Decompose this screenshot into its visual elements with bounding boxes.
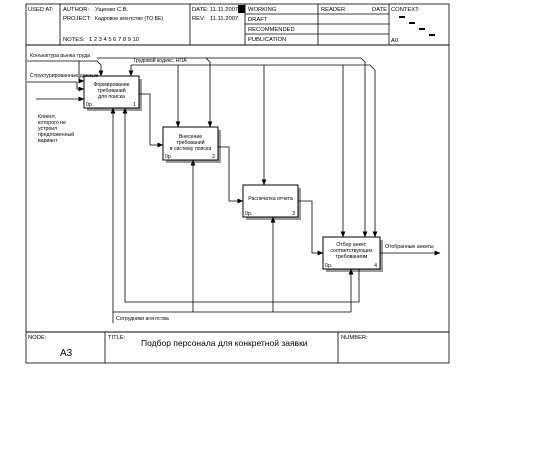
activity-box-4-label-line-2: соответствующих — [330, 248, 373, 254]
arrow-label-strukturirovannye: Структурированные данные — [30, 73, 98, 79]
status-publication: PUBLICATION — [248, 37, 286, 43]
activity-box-3-number: 3 — [292, 211, 295, 217]
status-working: WORKING — [248, 7, 277, 13]
activity-box-3-label-line-1: Распечатка отчета — [248, 196, 293, 202]
activity-box-2[interactable]: Внесение требований в систему поиска 0р.… — [162, 126, 219, 161]
author-label: AUTHOR: — [63, 7, 89, 13]
activity-box-1-label-line-3: для поиска — [98, 94, 125, 100]
activity-box-2-label-line-2: требований — [176, 139, 204, 146]
arrow-konjunktura-box2[interactable] — [97, 57, 213, 128]
activity-box-1-label-line-2: требований — [97, 87, 125, 94]
activity-box-2-label-line-1: Внесение — [179, 134, 202, 140]
svg-text:устроил: устроил — [38, 126, 57, 132]
used-at-label: USED AT: — [28, 7, 54, 13]
footer-frame — [25, 331, 450, 364]
arrow-strukturirovannye[interactable] — [27, 81, 85, 92]
activity-box-4-label-line-3: требованиям — [336, 254, 368, 260]
arrow-konjunktura-box4[interactable] — [206, 57, 368, 238]
number-label: NUMBER: — [341, 335, 368, 341]
activity-box-2-label-line-3: в систему поиска — [170, 146, 212, 152]
svg-text:Клиент,: Клиент, — [38, 114, 56, 120]
arrow-box1-to-box2[interactable] — [139, 93, 164, 148]
author-value: Ущенко С.В. — [95, 7, 129, 13]
activity-box-4-id: 0р. — [325, 263, 332, 269]
activity-box-4-label-line-1: Отбор анкет, — [336, 242, 367, 248]
activity-box-1-id: 0р. — [86, 102, 93, 108]
activity-box-3[interactable]: Распечатка отчета 0р. 3 — [242, 184, 299, 218]
arrow-box2-to-box3[interactable] — [218, 146, 244, 204]
date-value: 11.11.2007 — [210, 7, 238, 13]
status-recommended: RECOMMENDED — [248, 27, 295, 33]
reader-date-label: DATE — [372, 7, 387, 13]
context-node: A0 — [391, 38, 398, 44]
node-label: NODE: — [28, 335, 47, 341]
arrow-label-konjunktura: Конъюктура рынка труда — [30, 53, 90, 59]
title-label: TITLE: — [108, 335, 126, 341]
activity-box-2-id: 0р. — [165, 154, 172, 160]
arrow-konjunktura[interactable] — [27, 60, 85, 84]
activity-box-2-number: 2 — [212, 154, 215, 160]
node-value: A3 — [60, 348, 73, 359]
activity-box-3-frame — [242, 184, 299, 218]
activity-box-1[interactable]: Формирование требований для поиска 0р. 1 — [83, 75, 140, 109]
rev-label: REV: — [192, 16, 206, 22]
svg-text:вариант: вариант — [38, 138, 58, 144]
context-thumbnail — [399, 16, 435, 36]
activity-box-4-frame — [322, 236, 381, 270]
arrow-konjunktura-control[interactable] — [79, 60, 104, 77]
arrow-label-otobrannye: Отобранные анкеты — [385, 244, 434, 250]
status-draft: DRAFT — [248, 17, 268, 23]
activity-box-4[interactable]: Отбор анкет, соответствующих требованиям… — [322, 236, 381, 270]
notes-label: NOTES: — [63, 37, 85, 43]
title-value: Подбор персонала для конкретной заявки — [141, 338, 308, 348]
activity-box-1-label-line-1: Формирование — [93, 82, 129, 88]
arrow-trudovoy-main[interactable] — [131, 64, 378, 238]
activity-box-1-frame — [83, 75, 140, 109]
rev-value: 11.11.2007 — [210, 16, 238, 22]
activity-box-4-number: 4 — [374, 263, 377, 269]
project-label: PROJECT: — [63, 16, 91, 22]
working-status-marker — [238, 5, 245, 13]
arrow-label-sotrudniki: Сотрудники агентства — [116, 316, 169, 322]
activity-box-1-number: 1 — [133, 102, 136, 108]
arrow-label-trudovoy: Трудовой кодекс, НПА — [133, 57, 187, 64]
reader-label: READER — [321, 7, 345, 13]
arrow-label-klient: Клиент, которого не устроил предложенный… — [38, 114, 74, 144]
activity-box-3-id: 0р. — [245, 211, 252, 217]
notes-numbers: 1 2 3 4 5 6 7 8 9 10 — [89, 37, 139, 43]
date-label: DATE: — [192, 7, 209, 13]
arrow-box3-to-box4[interactable] — [298, 200, 324, 256]
svg-text:предложенный: предложенный — [38, 131, 74, 138]
arrow-box4-feedback[interactable] — [122, 107, 360, 303]
project-value: Кадровое агентство (TO BE) — [95, 16, 164, 22]
svg-text:которого не: которого не — [38, 120, 66, 126]
context-label: CONTEXT: — [391, 7, 420, 13]
